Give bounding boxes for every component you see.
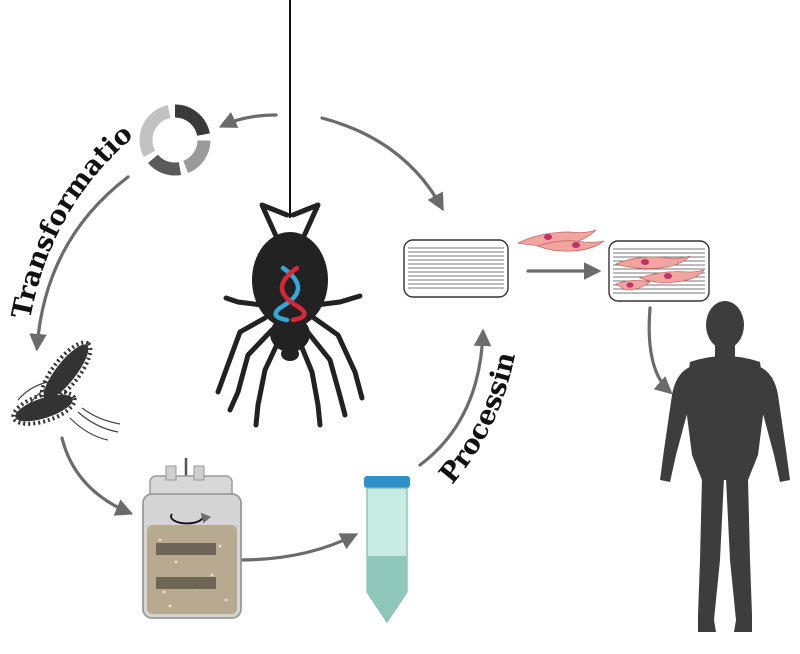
fiber-scaffold-icon bbox=[403, 239, 509, 298]
dna-icon bbox=[273, 265, 307, 323]
cells-icon bbox=[516, 229, 605, 252]
arrow-plasmid-to-bacteria bbox=[29, 175, 130, 352]
bacteria-icon bbox=[11, 340, 121, 441]
plasmid-icon bbox=[139, 104, 211, 176]
arrow-scaffold-to-human bbox=[647, 306, 673, 395]
seeded-scaffold-icon bbox=[608, 240, 710, 302]
bioreactor-icon bbox=[142, 458, 242, 619]
centrifuge-tube-icon bbox=[364, 476, 410, 624]
arrow-spider-to-plasmid bbox=[218, 111, 278, 128]
arrow-spider-to-fibers bbox=[320, 116, 444, 212]
spider-icon bbox=[215, 0, 365, 428]
arrow-tube-to-fibers bbox=[418, 328, 492, 467]
cycle-arrows bbox=[29, 111, 673, 562]
arrow-bacteria-to-bioreactor bbox=[60, 436, 134, 516]
human-body-icon bbox=[660, 301, 790, 632]
arrow-bioreactor-to-tube bbox=[238, 533, 359, 562]
transformation-label: Transformation bbox=[0, 0, 139, 321]
